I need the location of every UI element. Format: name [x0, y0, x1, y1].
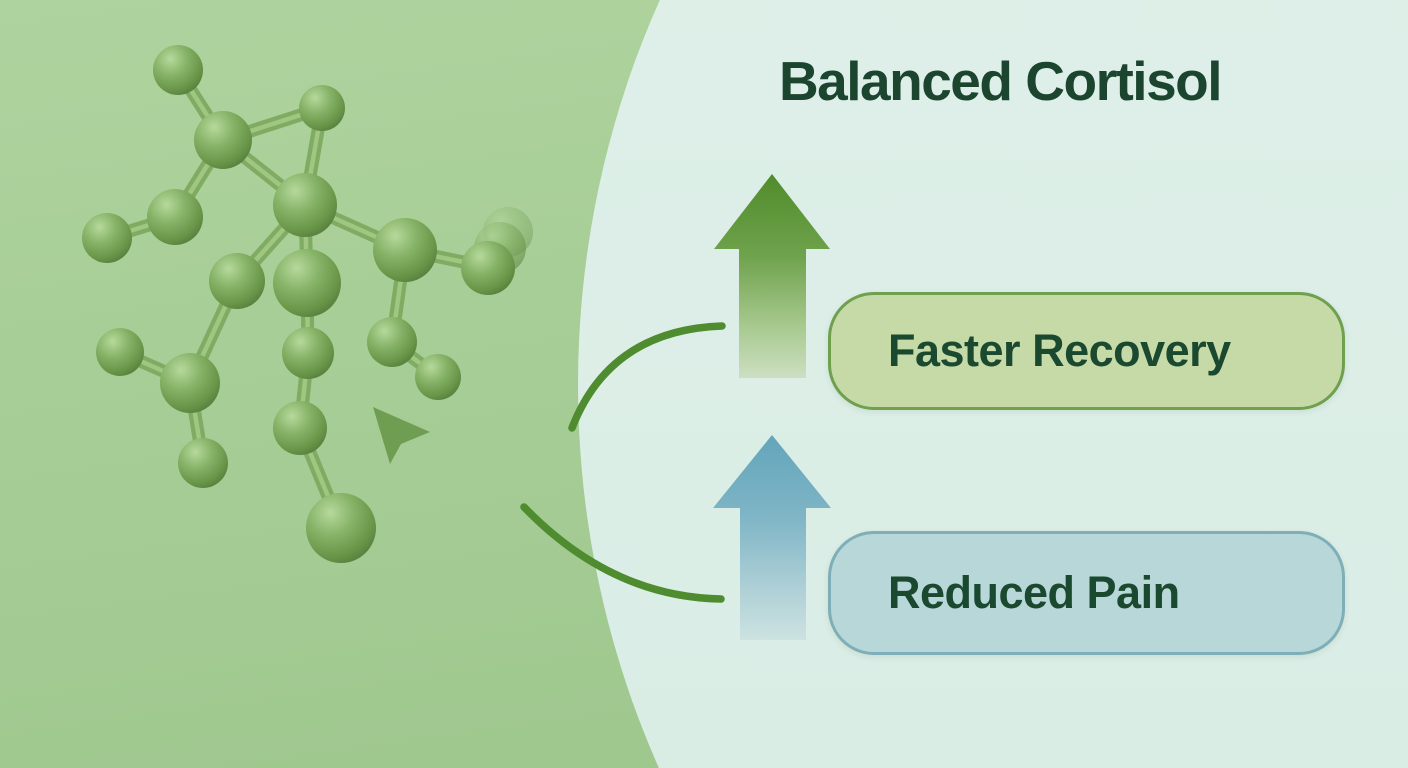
benefit-pill-faster-recovery[interactable]: Faster Recovery [828, 292, 1345, 410]
page-title: Balanced Cortisol [778, 50, 1223, 112]
benefit-pill-label: Reduced Pain [888, 567, 1180, 618]
up-arrow-green-icon [714, 174, 830, 378]
benefit-pill-reduced-pain[interactable]: Reduced Pain [828, 531, 1345, 655]
molecule-atoms [82, 45, 515, 563]
cortisol-molecule-illustration [82, 45, 533, 563]
cursor-pointer-icon [373, 407, 430, 464]
benefit-pill-label: Faster Recovery [888, 325, 1231, 376]
connector-curve-top [568, 322, 726, 432]
up-arrow-blue-icon [713, 435, 831, 640]
connector-curves [520, 322, 726, 603]
connector-curve-bottom [520, 503, 725, 603]
